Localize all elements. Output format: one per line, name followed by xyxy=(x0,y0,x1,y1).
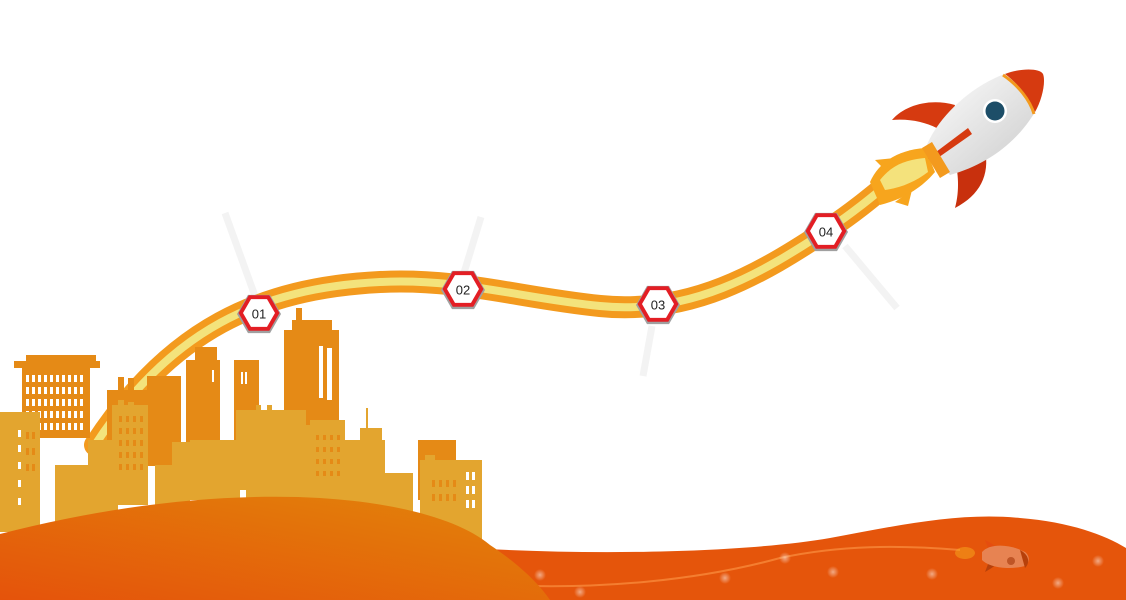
city-skyline-windows-dim xyxy=(26,416,456,501)
wave-hill-right xyxy=(470,516,1126,600)
city-skyline-windows-back xyxy=(26,346,332,430)
step-marker-4: 04 xyxy=(804,212,848,252)
hill-left xyxy=(0,496,550,600)
guide-stripe-1 xyxy=(221,211,259,298)
rocket-exhaust-ring xyxy=(922,142,950,178)
guide-stripe-3 xyxy=(639,325,656,377)
step-marker-face xyxy=(447,275,479,303)
step-marker-face xyxy=(243,299,275,327)
step-marker-1: 01 xyxy=(237,294,281,334)
step-marker-face xyxy=(810,217,842,245)
rocket-flame xyxy=(870,148,935,206)
step-marker-3: 03 xyxy=(636,285,680,325)
step-marker-2: 02 xyxy=(441,270,485,310)
rocket-window-glass xyxy=(985,101,1005,121)
mini-rocket-icon xyxy=(955,540,1029,572)
rocket-stripe xyxy=(928,128,972,162)
guide-stripes xyxy=(221,211,900,377)
step-marker-face xyxy=(642,290,674,318)
rocket-nose-band xyxy=(1002,73,1036,115)
wave-sparkles xyxy=(534,552,1104,598)
step-marker-label: 04 xyxy=(819,225,833,240)
rocket-nose xyxy=(1005,69,1045,112)
step-marker-label: 02 xyxy=(456,283,470,298)
wave-trail xyxy=(499,545,961,588)
step-markers: 01 02 03 04 xyxy=(237,212,848,334)
step-marker-label: 03 xyxy=(651,298,665,313)
rocket-body xyxy=(925,69,1045,175)
guide-stripe-2 xyxy=(459,215,485,278)
step-marker-label: 01 xyxy=(252,307,266,322)
guide-stripe-4 xyxy=(842,243,900,311)
city-skyline-windows-front xyxy=(18,430,475,508)
rocket-icon xyxy=(892,69,1045,208)
